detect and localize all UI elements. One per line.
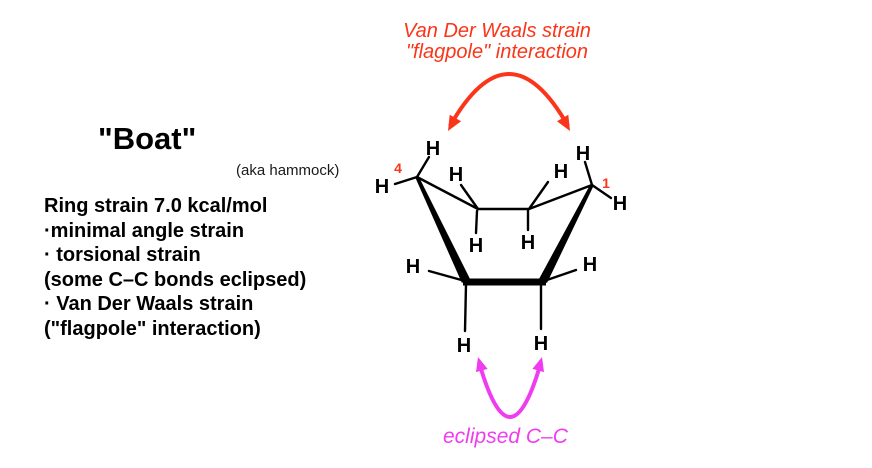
ch-bond-c4-left — [393, 175, 419, 186]
strain-info-list: Ring strain 7.0 kcal/mol ·minimal angle … — [44, 194, 306, 341]
cc-wedge-bond-left — [415, 176, 471, 283]
cc-bond-c4-c3 — [415, 175, 480, 211]
hydrogen-label-c6-down: H — [534, 333, 548, 355]
conformation-title: "Boat" — [98, 121, 197, 156]
eclipsed-cc-arrow — [476, 357, 544, 419]
ch-bond-c5-out — [427, 269, 467, 283]
info-angle-strain: ·minimal angle strain — [44, 219, 245, 242]
info-torsional-strain: · torsional strain — [44, 244, 201, 266]
hydrogen-label-c2-up: H — [554, 161, 568, 183]
info-eclipsed-note: (some C–C bonds eclipsed) — [44, 268, 307, 291]
info-flagpole-note: ("flagpole" interaction) — [44, 317, 261, 340]
carbon-4-label: 4 — [394, 160, 402, 176]
hydrogen-labels: H H H H H H H H H H H H — [375, 138, 627, 357]
ch-bond-c5-down — [463, 282, 468, 333]
ch-bond-c2-up — [527, 180, 550, 211]
vdw-strain-arrow — [448, 72, 570, 131]
ch-bond-c4-flagpole — [415, 155, 431, 179]
ch-bond-c3-up — [459, 183, 480, 211]
info-vdw-strain: · Van Der Waals strain — [44, 293, 254, 315]
info-ring-strain: Ring strain 7.0 kcal/mol — [44, 195, 268, 217]
hydrogen-label-c2-down: H — [521, 232, 535, 254]
hydrogen-label-flagpole-right: H — [576, 143, 590, 165]
eclipsed-cc-annotation: eclipsed C–C — [443, 425, 568, 448]
eclipsed-arrow-head-left — [476, 357, 488, 373]
hydrogen-label-c5-out: H — [406, 256, 420, 278]
ch-bond-c1-flagpole — [583, 160, 594, 187]
eclipsed-arrow-arc — [477, 361, 543, 419]
molecule-skeleton — [393, 155, 613, 333]
cc-wedge-bond-right — [539, 184, 594, 283]
hydrogen-label-c3-up: H — [449, 164, 463, 186]
cc-bond-c2-c1 — [527, 183, 594, 211]
conformation-alias: (aka hammock) — [236, 162, 340, 179]
vdw-arrow-arc — [448, 72, 570, 127]
carbon-1-label: 1 — [602, 175, 610, 191]
vdw-strain-line1: Van Der Waals strain — [403, 20, 591, 42]
hydrogen-label-flagpole-left: H — [426, 138, 440, 160]
vdw-arrow-head-left — [448, 114, 462, 131]
vdw-strain-annotation: Van Der Waals strain "flagpole" interact… — [381, 21, 613, 63]
ch-bond-c6-out — [542, 268, 578, 283]
ch-bond-c1-right — [590, 183, 613, 200]
hydrogen-label-c6-out: H — [583, 254, 597, 276]
eclipsed-arrow-head-right — [532, 357, 544, 373]
hydrogen-label-c1-right: H — [613, 193, 627, 215]
hydrogen-label-c4-left: H — [375, 176, 389, 198]
hydrogen-label-c3-down: H — [469, 235, 483, 257]
hydrogen-label-c5-down: H — [457, 335, 471, 357]
ch-bond-c3-down — [474, 209, 479, 235]
vdw-strain-line2: "flagpole" interaction — [405, 41, 589, 63]
vdw-arrow-head-right — [557, 114, 570, 131]
